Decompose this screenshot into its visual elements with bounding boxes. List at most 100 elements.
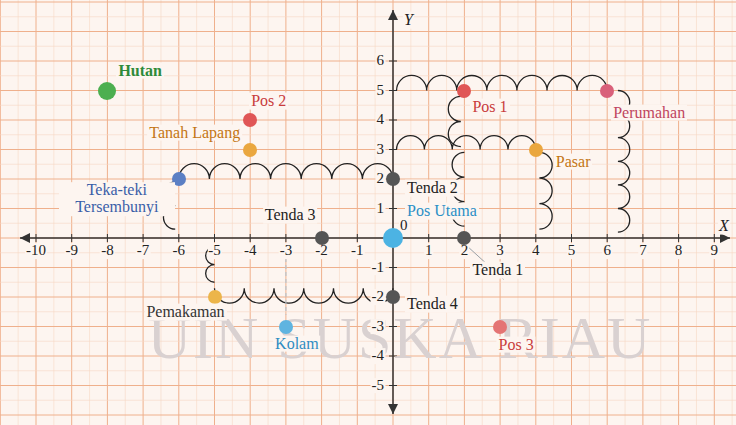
tick-label: 4 <box>376 112 386 128</box>
place-label: Pos 2 <box>249 93 288 110</box>
map-point: Tanah Lapang <box>243 143 257 157</box>
route-line <box>215 288 394 303</box>
tick-label: -9 <box>64 243 79 259</box>
tick-label: -4 <box>243 243 258 259</box>
grid-line <box>0 0 1 425</box>
grid-line <box>0 297 736 298</box>
tick <box>214 234 215 242</box>
tick <box>389 385 397 386</box>
grid-line <box>0 31 736 32</box>
tick-label: 6 <box>602 243 612 259</box>
tick-label: 1 <box>376 201 386 217</box>
route-line <box>179 164 393 179</box>
route-scribbles <box>163 75 629 314</box>
map-point: Pos Utama <box>383 228 403 248</box>
tick <box>36 234 37 242</box>
route-line <box>397 75 608 90</box>
tick-label: 5 <box>567 243 577 259</box>
place-label: Pos 3 <box>497 336 536 353</box>
place-label: Tenda 2 <box>405 180 460 197</box>
tick-label: -7 <box>136 243 151 259</box>
tick <box>714 234 715 242</box>
tick <box>250 234 251 242</box>
grid-line <box>0 179 736 180</box>
place-label: Kolam <box>273 335 321 352</box>
tick <box>642 234 643 242</box>
tick-label: 5 <box>376 83 386 99</box>
tick <box>571 234 572 242</box>
place-label: Tenda 1 <box>470 262 525 279</box>
axis-name: Y <box>403 12 414 29</box>
tick <box>428 234 429 242</box>
place-label: Hutan <box>116 62 164 79</box>
map-point: Tenda 1 <box>457 231 471 245</box>
x-axis <box>20 237 730 239</box>
grid-line <box>0 2 736 3</box>
map-point: Pos 2 <box>243 113 257 127</box>
tick-label: -6 <box>172 243 187 259</box>
grid-line <box>0 370 736 371</box>
map-point: Tenda 4 <box>386 290 400 304</box>
place-label: Pos Utama <box>405 203 479 220</box>
grid-line <box>53 0 54 425</box>
tick-label: -5 <box>371 378 386 394</box>
grid-line <box>0 267 736 268</box>
place-label: Tanah Lapang <box>147 124 242 141</box>
tick-label: 2 <box>460 243 470 259</box>
tick <box>143 234 144 242</box>
tick-label: -2 <box>371 289 386 305</box>
route-line <box>448 96 461 146</box>
tick-label: -1 <box>371 260 386 276</box>
tick <box>389 267 397 268</box>
tick <box>389 149 397 150</box>
tick-label: 2 <box>376 171 386 187</box>
grid-line <box>714 0 715 425</box>
tick-label: 6 <box>376 53 386 69</box>
map-point: Tenda 2 <box>386 172 400 186</box>
axis-arrow <box>388 404 398 414</box>
tick <box>389 120 397 121</box>
map-point: Tenda 3 <box>315 231 329 245</box>
grid-line <box>0 61 736 62</box>
map-point: Pos 3 <box>493 320 507 334</box>
tick <box>71 234 72 242</box>
map-point: Kolam <box>279 320 293 334</box>
grid-line <box>0 385 736 386</box>
tick-label: -1 <box>350 243 365 259</box>
map-point: Hutan <box>98 82 116 100</box>
grid-line <box>678 0 679 425</box>
axes <box>20 10 730 414</box>
tick-label: -3 <box>371 319 386 335</box>
place-label: Pos 1 <box>470 98 509 115</box>
place-label: Tenda 4 <box>405 296 460 313</box>
axis-arrow <box>720 233 730 243</box>
map-point: Perumahan <box>600 84 614 98</box>
grid-line <box>36 0 37 425</box>
tick-label: -10 <box>25 243 47 259</box>
grid-line <box>0 400 736 401</box>
grid-line <box>0 46 736 47</box>
axis-arrow <box>388 10 398 20</box>
tick-label: 8 <box>674 243 684 259</box>
tick <box>535 234 536 242</box>
tick <box>357 234 358 242</box>
tick <box>285 234 286 242</box>
place-label: Pasar <box>554 153 593 170</box>
place-label: Tenda 3 <box>263 207 318 224</box>
grid-line <box>0 282 736 283</box>
map-point: Pemakaman <box>208 290 222 304</box>
axis-arrow <box>20 233 30 243</box>
grid-line <box>0 415 736 416</box>
tick <box>678 234 679 242</box>
tick <box>607 234 608 242</box>
tick <box>178 234 179 242</box>
tick-label: 7 <box>638 243 648 259</box>
grid-line <box>18 0 19 425</box>
tick <box>389 208 397 209</box>
tick-label: -2 <box>314 243 329 259</box>
tick-label: -4 <box>371 348 386 364</box>
map-point: Pos 1 <box>457 84 471 98</box>
route-line <box>539 152 552 229</box>
